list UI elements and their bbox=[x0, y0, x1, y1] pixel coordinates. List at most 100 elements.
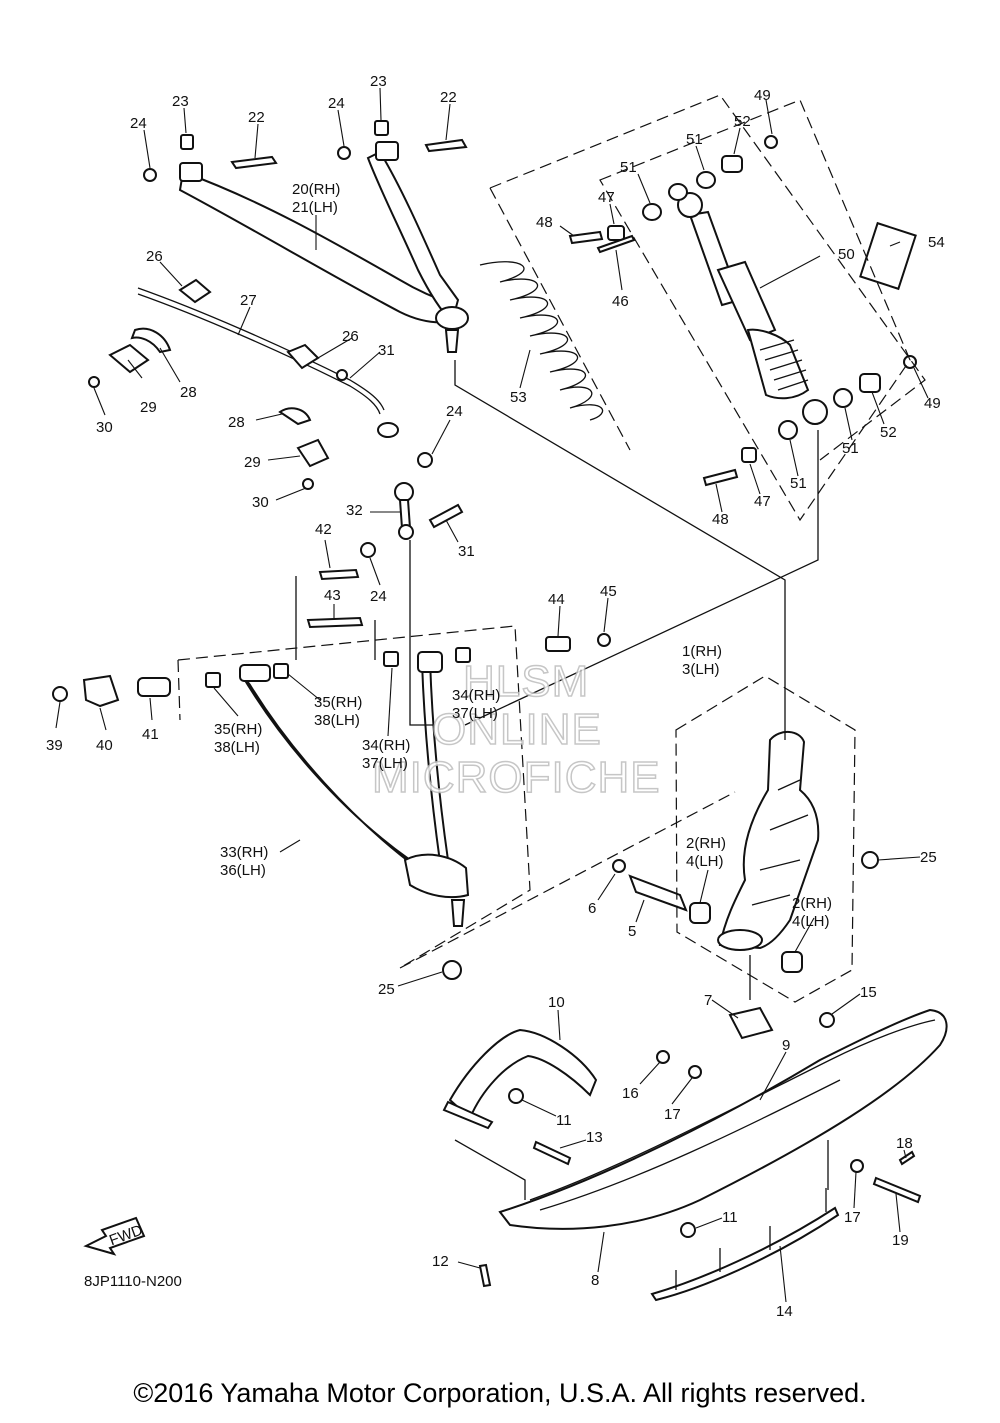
bolt-31-upper bbox=[336, 369, 348, 381]
callout-53: 53 bbox=[510, 389, 527, 406]
watermark-line-3: MICROFICHE bbox=[372, 753, 661, 802]
bolt-12 bbox=[478, 1263, 492, 1288]
leader-lines bbox=[55, 87, 929, 1303]
callout-48: 48 bbox=[712, 511, 729, 528]
nut-24-link bbox=[360, 542, 376, 558]
nut-15 bbox=[819, 1012, 835, 1028]
callout-29: 29 bbox=[244, 454, 261, 471]
callout-34-rh: 34(RH) bbox=[362, 737, 410, 754]
watermark: HLSM ONLINE MICROFICHE bbox=[371, 656, 661, 803]
callout-37-lh: 37(LH) bbox=[362, 755, 408, 772]
bolt-30-right bbox=[302, 478, 314, 490]
washer-51-bottom-b bbox=[778, 420, 798, 440]
callout-35-rh: 35(RH) bbox=[314, 694, 362, 711]
callout-51: 51 bbox=[620, 159, 637, 176]
watermark-line-1: HLSM bbox=[463, 657, 589, 706]
stabilizer-link-32 bbox=[360, 482, 464, 558]
washer-51-top-b bbox=[668, 183, 688, 201]
callout-4-lh: 4(LH) bbox=[686, 853, 724, 870]
callout-10: 10 bbox=[548, 994, 565, 1011]
copyright-footer: ©2016 Yamaha Motor Corporation, U.S.A. A… bbox=[133, 1378, 867, 1408]
washer-51-bottom-a bbox=[833, 388, 853, 408]
callout-26: 26 bbox=[342, 328, 359, 345]
callout-38-lh: 38(LH) bbox=[314, 712, 360, 729]
nut-24-right bbox=[337, 146, 351, 160]
callout-19: 19 bbox=[892, 1232, 909, 1249]
callout-24: 24 bbox=[130, 115, 147, 132]
bolt-22-right bbox=[424, 138, 468, 153]
washer-51-top-c bbox=[642, 203, 662, 221]
callout-54: 54 bbox=[928, 234, 945, 251]
callout-13: 13 bbox=[586, 1129, 603, 1146]
bracket-29-right bbox=[296, 438, 330, 468]
callout-24: 24 bbox=[328, 95, 345, 112]
collar-47-bottom bbox=[741, 447, 757, 463]
clamp-26-right bbox=[286, 343, 320, 370]
callout-8: 8 bbox=[591, 1272, 599, 1289]
bolt-31-link bbox=[428, 503, 464, 529]
callout-28: 28 bbox=[180, 384, 197, 401]
bracket-29-left bbox=[108, 343, 150, 374]
callout-40: 40 bbox=[96, 737, 113, 754]
callout-31: 31 bbox=[458, 543, 475, 560]
callout-14: 14 bbox=[776, 1303, 793, 1320]
callout-31: 31 bbox=[378, 342, 395, 359]
callout-47: 47 bbox=[754, 493, 771, 510]
stabilizer-bar bbox=[137, 287, 433, 468]
callout-36-lh: 36(LH) bbox=[220, 862, 266, 879]
callout-24: 24 bbox=[370, 588, 387, 605]
ski-handle bbox=[442, 1028, 598, 1130]
callout-35-rh: 35(RH) bbox=[214, 721, 262, 738]
callout-27: 27 bbox=[240, 292, 257, 309]
bushing-23-right bbox=[374, 120, 389, 136]
bushing-2-4-lower bbox=[781, 951, 803, 973]
callout-32: 32 bbox=[346, 502, 363, 519]
collar-47-top bbox=[607, 225, 625, 241]
callout-51: 51 bbox=[842, 440, 859, 457]
bushing-35-left bbox=[205, 672, 221, 688]
nut-24-left bbox=[143, 168, 157, 182]
callout-34-rh: 34(RH) bbox=[452, 687, 500, 704]
callout-47: 47 bbox=[598, 189, 615, 206]
callout-37-lh: 37(LH) bbox=[452, 705, 498, 722]
spacer-5 bbox=[628, 874, 688, 912]
callout-41: 41 bbox=[142, 726, 159, 743]
callout-5: 5 bbox=[628, 923, 636, 940]
washer-17-right bbox=[850, 1159, 864, 1173]
bolt-43 bbox=[306, 616, 364, 629]
callout-25: 25 bbox=[378, 981, 395, 998]
callout-50: 50 bbox=[838, 246, 855, 263]
callout-21-lh: 21(LH) bbox=[292, 199, 338, 216]
callout-labels: 24 23 22 24 23 22 20(RH) 21(LH) 26 27 26… bbox=[46, 73, 945, 1320]
callout-17: 17 bbox=[664, 1106, 681, 1123]
callout-22: 22 bbox=[440, 89, 457, 106]
callout-1-rh: 1(RH) bbox=[682, 643, 722, 660]
spring-53 bbox=[479, 261, 604, 421]
nut-25-spindle bbox=[861, 851, 879, 869]
ski-runner bbox=[650, 1188, 840, 1302]
callout-48: 48 bbox=[536, 214, 553, 231]
shock-inner-outline bbox=[599, 99, 911, 522]
bushing-35-right bbox=[273, 663, 289, 679]
callout-28: 28 bbox=[228, 414, 245, 431]
bushing-28-right bbox=[278, 407, 312, 426]
bolt-19 bbox=[872, 1176, 922, 1204]
collar-49-bottom bbox=[903, 355, 917, 369]
washer-17-top bbox=[688, 1065, 702, 1079]
bolt-22-left bbox=[230, 155, 278, 170]
block-7 bbox=[728, 1006, 774, 1040]
nut-11-ski bbox=[680, 1222, 696, 1238]
callout-24: 24 bbox=[446, 403, 463, 420]
callout-2-rh: 2(RH) bbox=[686, 835, 726, 852]
washer-51-top-a bbox=[696, 171, 716, 189]
lower-arm-outline bbox=[177, 625, 531, 969]
watermark-line-2: ONLINE bbox=[432, 705, 602, 754]
callout-44: 44 bbox=[548, 591, 565, 608]
callout-49: 49 bbox=[924, 395, 941, 412]
callout-43: 43 bbox=[324, 587, 341, 604]
callout-23: 23 bbox=[370, 73, 387, 90]
bushing-23-left bbox=[180, 134, 194, 150]
callout-49: 49 bbox=[754, 87, 771, 104]
pin-18 bbox=[898, 1150, 916, 1166]
callout-45: 45 bbox=[600, 583, 617, 600]
